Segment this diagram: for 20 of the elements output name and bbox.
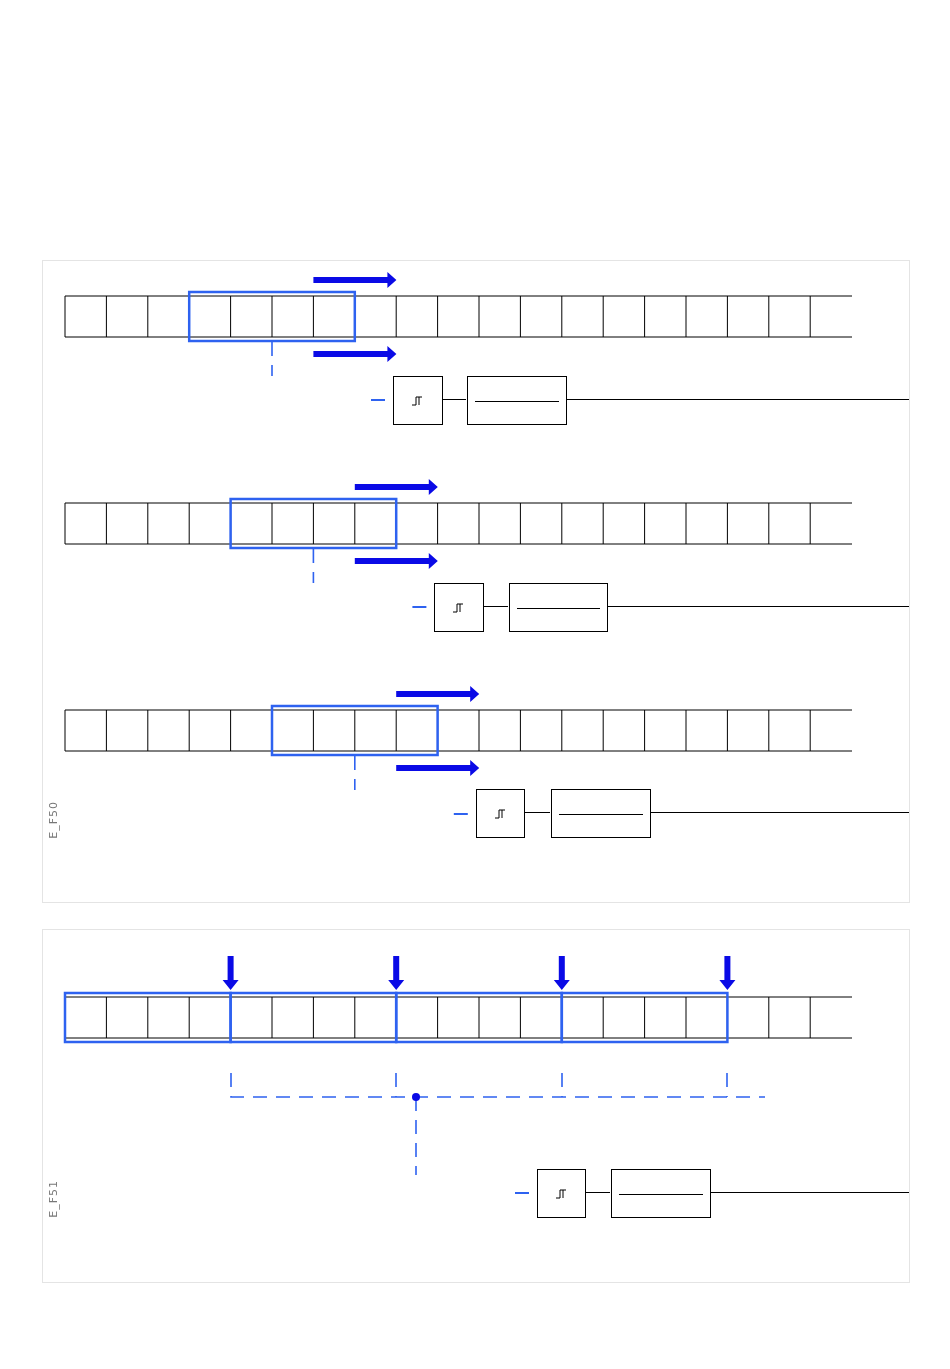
filter-box bbox=[551, 789, 651, 838]
trigger-box bbox=[537, 1169, 586, 1218]
panel bbox=[42, 260, 910, 903]
trigger-box bbox=[434, 583, 484, 632]
connector-line bbox=[565, 399, 910, 400]
connector-line bbox=[584, 1192, 611, 1193]
panel-label: E_F51 bbox=[47, 1180, 60, 1218]
filter-box bbox=[611, 1169, 711, 1218]
panel bbox=[42, 929, 910, 1283]
filter-box bbox=[509, 583, 608, 632]
trigger-box bbox=[476, 789, 525, 838]
panel-label: E_F50 bbox=[47, 801, 60, 839]
filter-box bbox=[467, 376, 567, 425]
connector-line bbox=[523, 812, 551, 813]
connector-line bbox=[441, 399, 467, 400]
trigger-box bbox=[393, 376, 443, 425]
connector-line bbox=[606, 606, 910, 607]
connector-line bbox=[709, 1192, 910, 1193]
connector-line bbox=[649, 812, 910, 813]
connector-line bbox=[482, 606, 509, 607]
